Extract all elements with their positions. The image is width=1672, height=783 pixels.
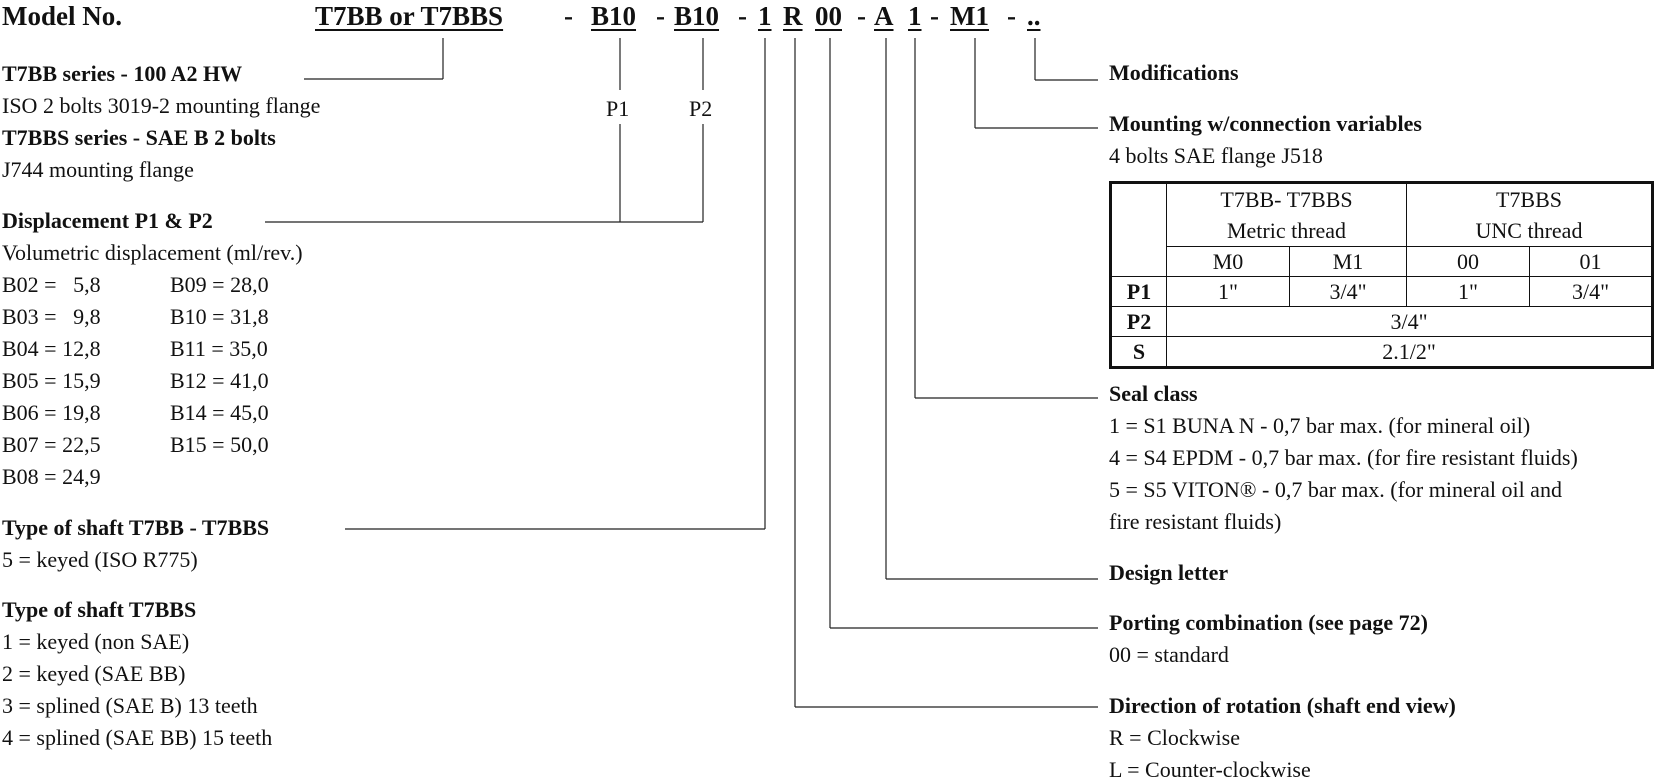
code-rotation: R — [783, 1, 803, 31]
table-row-label: S — [1110, 336, 1167, 368]
code-mounting: M1 — [950, 1, 989, 31]
shaft-type-item: 2 = keyed (SAE BB) — [2, 661, 186, 686]
rotation-item: R = Clockwise — [1109, 725, 1240, 750]
displacement-title: Displacement P1 & P2 — [2, 208, 213, 233]
model-number-label: Model No. — [2, 1, 122, 31]
displacement-value: B03 = 9,8 — [2, 304, 101, 329]
p2-label: P2 — [689, 96, 713, 121]
seal-class-item: 5 = S5 VITON® - 0,7 bar max. (for minera… — [1109, 477, 1562, 502]
code-displacement-p1: B10 — [591, 1, 637, 31]
design-letter-title: Design letter — [1109, 560, 1229, 585]
displacement-value: B02 = 5,8 — [2, 272, 101, 297]
connection-table: T7BB- T7BBS Metric thread T7BBS UNC thre… — [1109, 181, 1654, 369]
table-cell: 3/4" — [1529, 276, 1653, 307]
table-row: P1 1" 3/4" 1" 3/4" — [1110, 276, 1653, 307]
series-t7bb-desc: ISO 2 bolts 3019-2 mounting flange — [2, 93, 321, 118]
series-t7bbs-title: T7BBS series - SAE B 2 bolts — [2, 125, 276, 150]
displacement-value: B04 = 12,8 — [2, 336, 101, 361]
code-design-letter: A — [874, 1, 894, 31]
seal-class-item: 4 = S4 EPDM - 0,7 bar max. (for fire res… — [1109, 445, 1578, 470]
code-dash: - — [857, 1, 866, 31]
shaft-type-t7bbs-title: Type of shaft T7BBS — [2, 597, 197, 622]
seal-class-title: Seal class — [1109, 381, 1198, 406]
displacement-value: B10 = 31,8 — [170, 304, 269, 329]
modifications-title: Modifications — [1109, 60, 1239, 85]
shaft-type-item: 5 = keyed (ISO R775) — [2, 547, 198, 572]
displacement-value: B07 = 22,5 — [2, 432, 101, 457]
shaft-type-item: 4 = splined (SAE BB) 15 teeth — [2, 725, 273, 750]
table-row-label: P1 — [1110, 276, 1167, 307]
code-dash: - — [1007, 1, 1016, 31]
code-displacement-p2: B10 — [674, 1, 720, 31]
shaft-type-item: 1 = keyed (non SAE) — [2, 629, 190, 654]
table-col-header: M1 — [1289, 246, 1407, 277]
code-dash: - — [564, 1, 573, 31]
code-dash: - — [930, 1, 939, 31]
displacement-value: B15 = 50,0 — [170, 432, 269, 457]
code-dash: - — [738, 1, 747, 31]
series-t7bbs-desc: J744 mounting flange — [2, 157, 194, 182]
table-col-header: 01 — [1529, 246, 1653, 277]
code-dash: - — [656, 1, 665, 31]
table-group-metric: T7BB- T7BBS Metric thread — [1166, 182, 1407, 247]
code-series: T7BB or T7BBS — [315, 1, 504, 31]
table-cell: 1" — [1406, 276, 1530, 307]
table-row: P2 3/4" — [1110, 306, 1653, 337]
code-modifications: .. — [1027, 1, 1041, 31]
porting-title: Porting combination (see page 72) — [1109, 610, 1428, 635]
p1-label: P1 — [606, 96, 630, 121]
shaft-type-title: Type of shaft T7BB - T7BBS — [2, 515, 270, 540]
series-t7bb-title: T7BB series - 100 A2 HW — [2, 61, 243, 86]
porting-item: 00 = standard — [1109, 642, 1229, 667]
code-porting: 00 — [815, 1, 842, 31]
mounting-title: Mounting w/connection variables — [1109, 111, 1422, 136]
table-cell: 1" — [1166, 276, 1290, 307]
table-cell: 2.1/2" — [1166, 336, 1653, 368]
displacement-value: B14 = 45,0 — [170, 400, 269, 425]
displacement-value: B12 = 41,0 — [170, 368, 269, 393]
table-group-unc: T7BBS UNC thread — [1406, 182, 1653, 247]
table-col-header: 00 — [1406, 246, 1530, 277]
table-corner — [1110, 182, 1167, 277]
table-row: S 2.1/2" — [1110, 336, 1653, 368]
displacement-value: B06 = 19,8 — [2, 400, 101, 425]
seal-class-item: fire resistant fluids) — [1109, 509, 1282, 534]
mounting-desc: 4 bolts SAE flange J518 — [1109, 143, 1323, 168]
displacement-value: B05 = 15,9 — [2, 368, 101, 393]
shaft-type-item: 3 = splined (SAE B) 13 teeth — [2, 693, 258, 718]
rotation-title: Direction of rotation (shaft end view) — [1109, 693, 1456, 718]
code-seal-class: 1 — [908, 1, 922, 31]
code-shaft: 1 — [758, 1, 772, 31]
rotation-item: L = Counter-clockwise — [1109, 757, 1311, 782]
displacement-value: B11 = 35,0 — [170, 336, 268, 361]
table-cell: 3/4" — [1166, 306, 1653, 337]
displacement-desc: Volumetric displacement (ml/rev.) — [2, 240, 303, 265]
displacement-value: B09 = 28,0 — [170, 272, 269, 297]
displacement-value: B08 = 24,9 — [2, 464, 101, 489]
table-cell: 3/4" — [1289, 276, 1407, 307]
table-col-header: M0 — [1166, 246, 1290, 277]
seal-class-item: 1 = S1 BUNA N - 0,7 bar max. (for minera… — [1109, 413, 1531, 438]
table-row-label: P2 — [1110, 306, 1167, 337]
